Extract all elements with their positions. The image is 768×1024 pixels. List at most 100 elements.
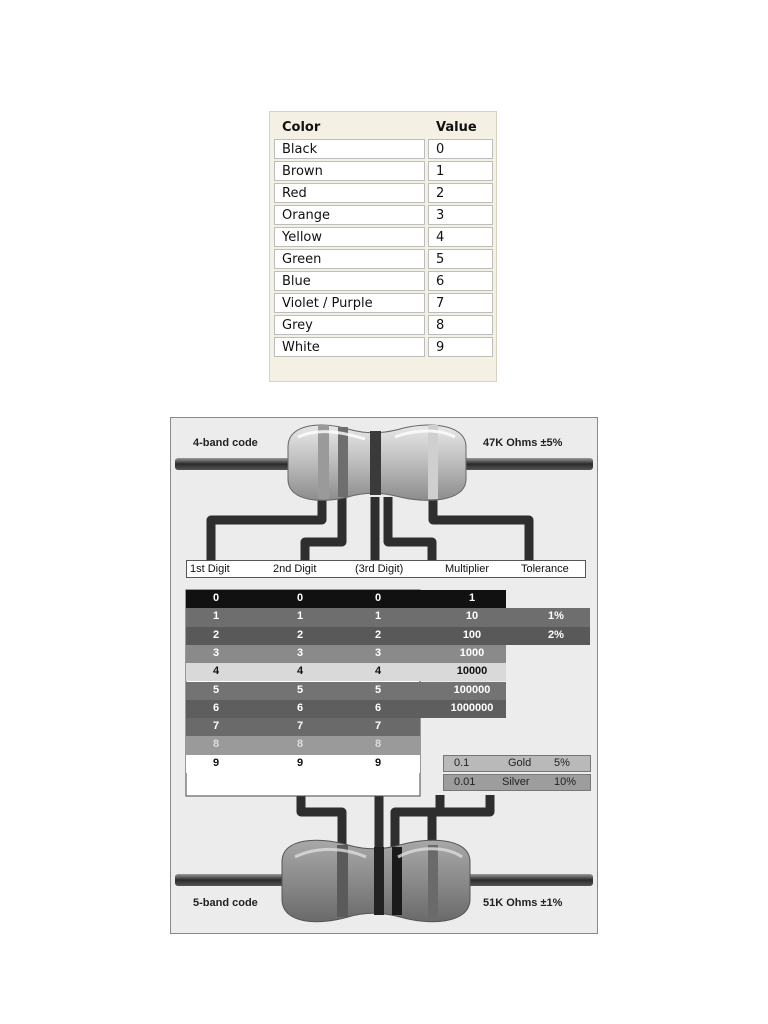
- silver-row: 0.01 Silver 10%: [443, 774, 591, 791]
- color-cell: Blue: [274, 271, 425, 291]
- header-multiplier: Multiplier: [445, 563, 490, 575]
- third-digit-value: 9: [374, 756, 382, 769]
- third-digit-value: 7: [374, 720, 382, 733]
- band-yellow: [318, 425, 329, 499]
- second-digit-value: 5: [296, 683, 304, 696]
- band-orange: [370, 431, 381, 495]
- color-cell: Violet / Purple: [274, 293, 425, 313]
- first-digit-value: 5: [212, 683, 220, 696]
- multiplier-value: 100: [462, 628, 482, 641]
- value-cell: 4: [428, 227, 493, 247]
- second-digit-value: 9: [296, 756, 304, 769]
- value-cell: 9: [428, 337, 493, 357]
- first-digit-value: 6: [212, 701, 220, 714]
- five-band-value: 51K Ohms ±1%: [483, 897, 563, 909]
- first-digit-value: 9: [212, 756, 220, 769]
- third-digit-value: 0: [374, 592, 382, 604]
- value-cell: 7: [428, 293, 493, 313]
- color-cell: Black: [274, 139, 425, 159]
- band-row-5: 5 5 5 100000: [186, 681, 506, 700]
- silver-tolerance: 10%: [554, 776, 577, 788]
- multiplier-value: 1: [468, 592, 476, 604]
- first-digit-value: 2: [212, 628, 220, 641]
- gold-multiplier: 0.1: [454, 757, 470, 769]
- column-header-row: 1st Digit 2nd Digit (3rd Digit) Multipli…: [186, 560, 586, 578]
- second-digit-value: 1: [296, 610, 304, 623]
- band-green: [337, 845, 348, 917]
- top-connector-lines: [206, 497, 534, 572]
- value-cell: 3: [428, 205, 493, 225]
- band-row-1: 1 1 1 10 1%: [186, 608, 590, 627]
- value-cell: 1: [428, 161, 493, 181]
- band-row-0: 0 0 0 1: [186, 590, 506, 609]
- gold-row: 0.1 Gold 5%: [443, 755, 591, 772]
- first-digit-value: 4: [212, 665, 220, 678]
- tolerance-value: 1%: [548, 610, 564, 623]
- header-third-digit: (3rd Digit): [355, 563, 404, 575]
- table-header-row: Color Value: [274, 117, 493, 137]
- color-cell: White: [274, 337, 425, 357]
- tolerance-value: 2%: [548, 628, 564, 641]
- multiplier-value: 10: [465, 610, 479, 623]
- gold-name: Gold: [508, 757, 532, 769]
- value-cell: 2: [428, 183, 493, 203]
- multiplier-value: 100000: [453, 683, 491, 696]
- silver-name: Silver: [502, 776, 530, 788]
- four-band-label: 4-band code: [193, 437, 258, 449]
- band-violet: [338, 427, 348, 497]
- first-digit-value: 0: [212, 592, 220, 604]
- third-digit-value: 6: [374, 701, 382, 714]
- second-digit-value: 7: [296, 720, 304, 733]
- third-digit-value: 1: [374, 610, 382, 623]
- band-red: [428, 845, 438, 917]
- four-band-value: 47K Ohms ±5%: [483, 437, 563, 449]
- band-gold: [428, 425, 438, 499]
- band-brown: [374, 847, 384, 915]
- silver-multiplier: 0.01: [454, 776, 476, 788]
- band-black: [392, 847, 402, 915]
- color-cell: Red: [274, 183, 425, 203]
- color-cell: Yellow: [274, 227, 425, 247]
- header-tolerance: Tolerance: [521, 563, 569, 575]
- color-cell: Brown: [274, 161, 425, 181]
- bottom-connector-lines: [296, 795, 495, 857]
- third-digit-value: 3: [374, 646, 382, 659]
- second-digit-value: 3: [296, 646, 304, 659]
- color-cell: Grey: [274, 315, 425, 335]
- second-digit-value: 8: [296, 738, 304, 751]
- second-digit-value: 2: [296, 628, 304, 641]
- five-band-label: 5-band code: [193, 897, 258, 909]
- third-digit-value: 5: [374, 683, 382, 696]
- color-cell: Green: [274, 249, 425, 269]
- third-digit-value: 4: [374, 665, 382, 678]
- multiplier-value: 1000: [459, 646, 485, 659]
- first-digit-value: 7: [212, 720, 220, 733]
- band-row-2: 2 2 2 100 2%: [186, 626, 590, 645]
- first-digit-value: 1: [212, 610, 220, 623]
- column-header-color: Color: [274, 117, 425, 137]
- second-digit-value: 6: [296, 701, 304, 714]
- first-digit-value: 8: [212, 738, 220, 751]
- header-first-digit: 1st Digit: [190, 563, 230, 575]
- third-digit-value: 2: [374, 628, 382, 641]
- header-second-digit: 2nd Digit: [273, 563, 317, 575]
- color-cell: Orange: [274, 205, 425, 225]
- second-digit-value: 0: [296, 592, 304, 604]
- second-digit-value: 4: [296, 665, 304, 678]
- value-cell: 5: [428, 249, 493, 269]
- resistor-color-code-diagram: 4-band code 47K Ohms ±5% 5-band code 51K…: [170, 417, 598, 934]
